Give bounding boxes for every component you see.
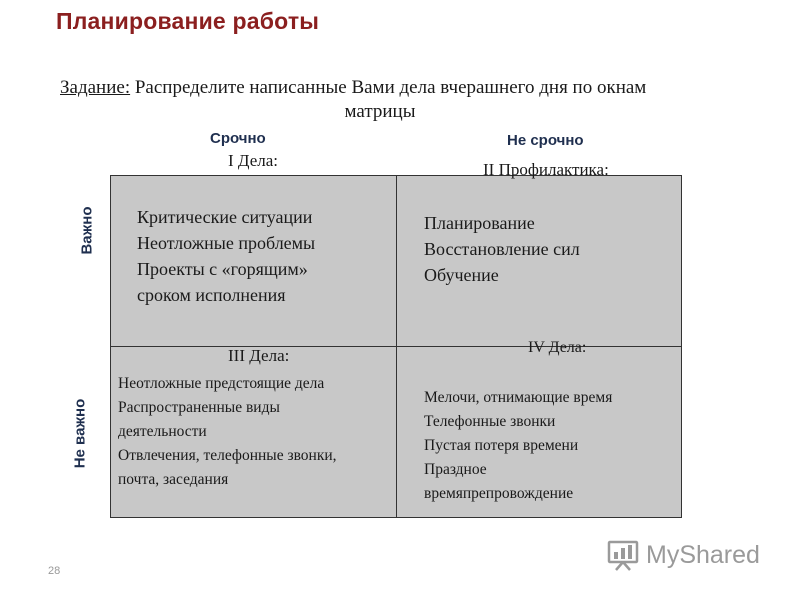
quadrant-3-heading: III Дела: bbox=[228, 346, 290, 365]
list-item: сроком исполнения bbox=[137, 285, 286, 305]
list-item: Восстановление сил bbox=[424, 239, 580, 259]
list-item: Неотложные предстоящие дела bbox=[118, 375, 325, 392]
logo-text: MyShared bbox=[646, 540, 760, 569]
quadrant-2-heading: II Профилактика: bbox=[483, 160, 609, 179]
quadrant-3-list: Неотложные предстоящие дела Распростране… bbox=[118, 372, 337, 492]
quadrant-4-list: Мелочи, отнимающие время Телефонные звон… bbox=[424, 386, 612, 506]
list-item: времяпрепровождение bbox=[424, 485, 574, 502]
task-text-line2: матрицы bbox=[344, 101, 416, 122]
list-item: Проекты с «горящим» bbox=[137, 259, 308, 279]
quadrant-2-list: Планирование Восстановление сил Обучение bbox=[424, 210, 580, 288]
list-item: Распространенные виды bbox=[118, 399, 280, 416]
list-item: Мелочи, отнимающие время bbox=[424, 389, 613, 406]
eisenhower-matrix bbox=[110, 175, 682, 518]
list-item: Обучение bbox=[424, 265, 499, 285]
page-number: 28 bbox=[48, 565, 61, 577]
presentation-board-icon bbox=[606, 539, 640, 571]
list-item: почта, заседания bbox=[118, 471, 229, 488]
task-text-line1: Распределите написанные Вами дела вчераш… bbox=[130, 77, 647, 98]
task-text: Задание: Распределите написанные Вами де… bbox=[60, 76, 760, 124]
list-item: деятельности bbox=[118, 423, 207, 440]
list-item: Праздное bbox=[424, 461, 487, 478]
quadrant-4-heading: IV Дела: bbox=[528, 339, 587, 356]
slide-title: Планирование работы bbox=[56, 8, 320, 34]
list-item: Пустая потеря времени bbox=[424, 437, 579, 454]
row-header-not-important: Не важно bbox=[71, 398, 89, 469]
quadrant-1-heading: I Дела: bbox=[228, 151, 279, 170]
myshared-logo[interactable]: MyShared bbox=[606, 538, 760, 572]
quadrant-1-list: Критические ситуации Неотложные проблемы… bbox=[137, 204, 315, 308]
column-header-urgent: Срочно bbox=[210, 130, 266, 147]
list-item: Отвлечения, телефонные звонки, bbox=[118, 447, 337, 464]
column-header-not-urgent: Не срочно bbox=[507, 132, 584, 149]
list-item: Планирование bbox=[424, 213, 535, 233]
task-label: Задание: bbox=[60, 77, 131, 98]
row-header-important: Важно bbox=[78, 206, 96, 255]
list-item: Телефонные звонки bbox=[424, 413, 556, 430]
list-item: Неотложные проблемы bbox=[137, 233, 316, 253]
list-item: Критические ситуации bbox=[137, 207, 313, 227]
matrix-horizontal-divider bbox=[111, 346, 681, 347]
